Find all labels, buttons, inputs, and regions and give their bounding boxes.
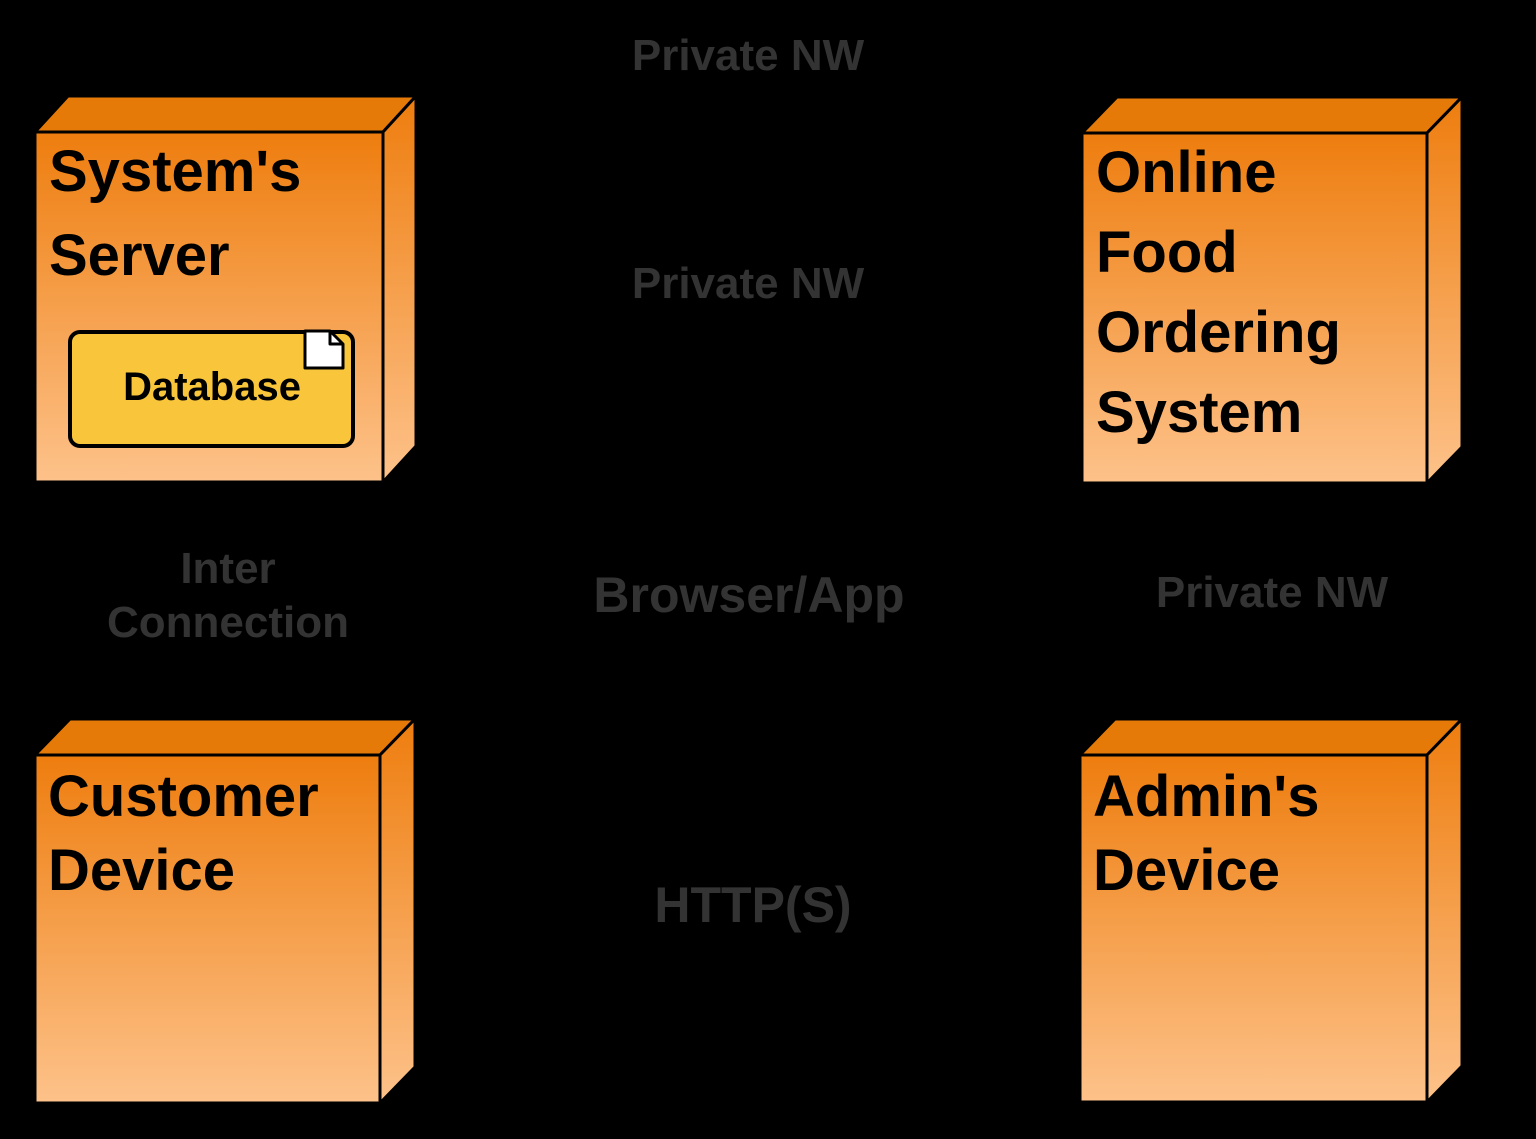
- node-front-face: [33, 753, 382, 1105]
- label-private-nw-top: Private NW: [632, 31, 865, 80]
- node-side-face: [378, 715, 417, 1107]
- label-private-nw-mid: Private NW: [632, 259, 865, 308]
- node-top-face: [31, 94, 420, 134]
- label-private-nw-right: Private NW: [1156, 568, 1389, 617]
- node-side-face: [1425, 93, 1464, 487]
- node-front-face: [1080, 131, 1429, 485]
- node-side-face: [1425, 715, 1464, 1106]
- document-icon: [303, 329, 345, 370]
- artifact-database: Database: [68, 329, 355, 448]
- node-side-face: [381, 92, 418, 486]
- label-https: HTTP(S): [654, 877, 851, 933]
- artifact-box: [68, 330, 355, 448]
- node-front-face: [1078, 753, 1429, 1104]
- node-top-face: [1078, 95, 1466, 135]
- label-browser-app: Browser/App: [593, 567, 904, 623]
- node-top-face: [31, 717, 419, 757]
- artifact-label: Database: [123, 365, 301, 409]
- node-top-face: [1076, 717, 1466, 757]
